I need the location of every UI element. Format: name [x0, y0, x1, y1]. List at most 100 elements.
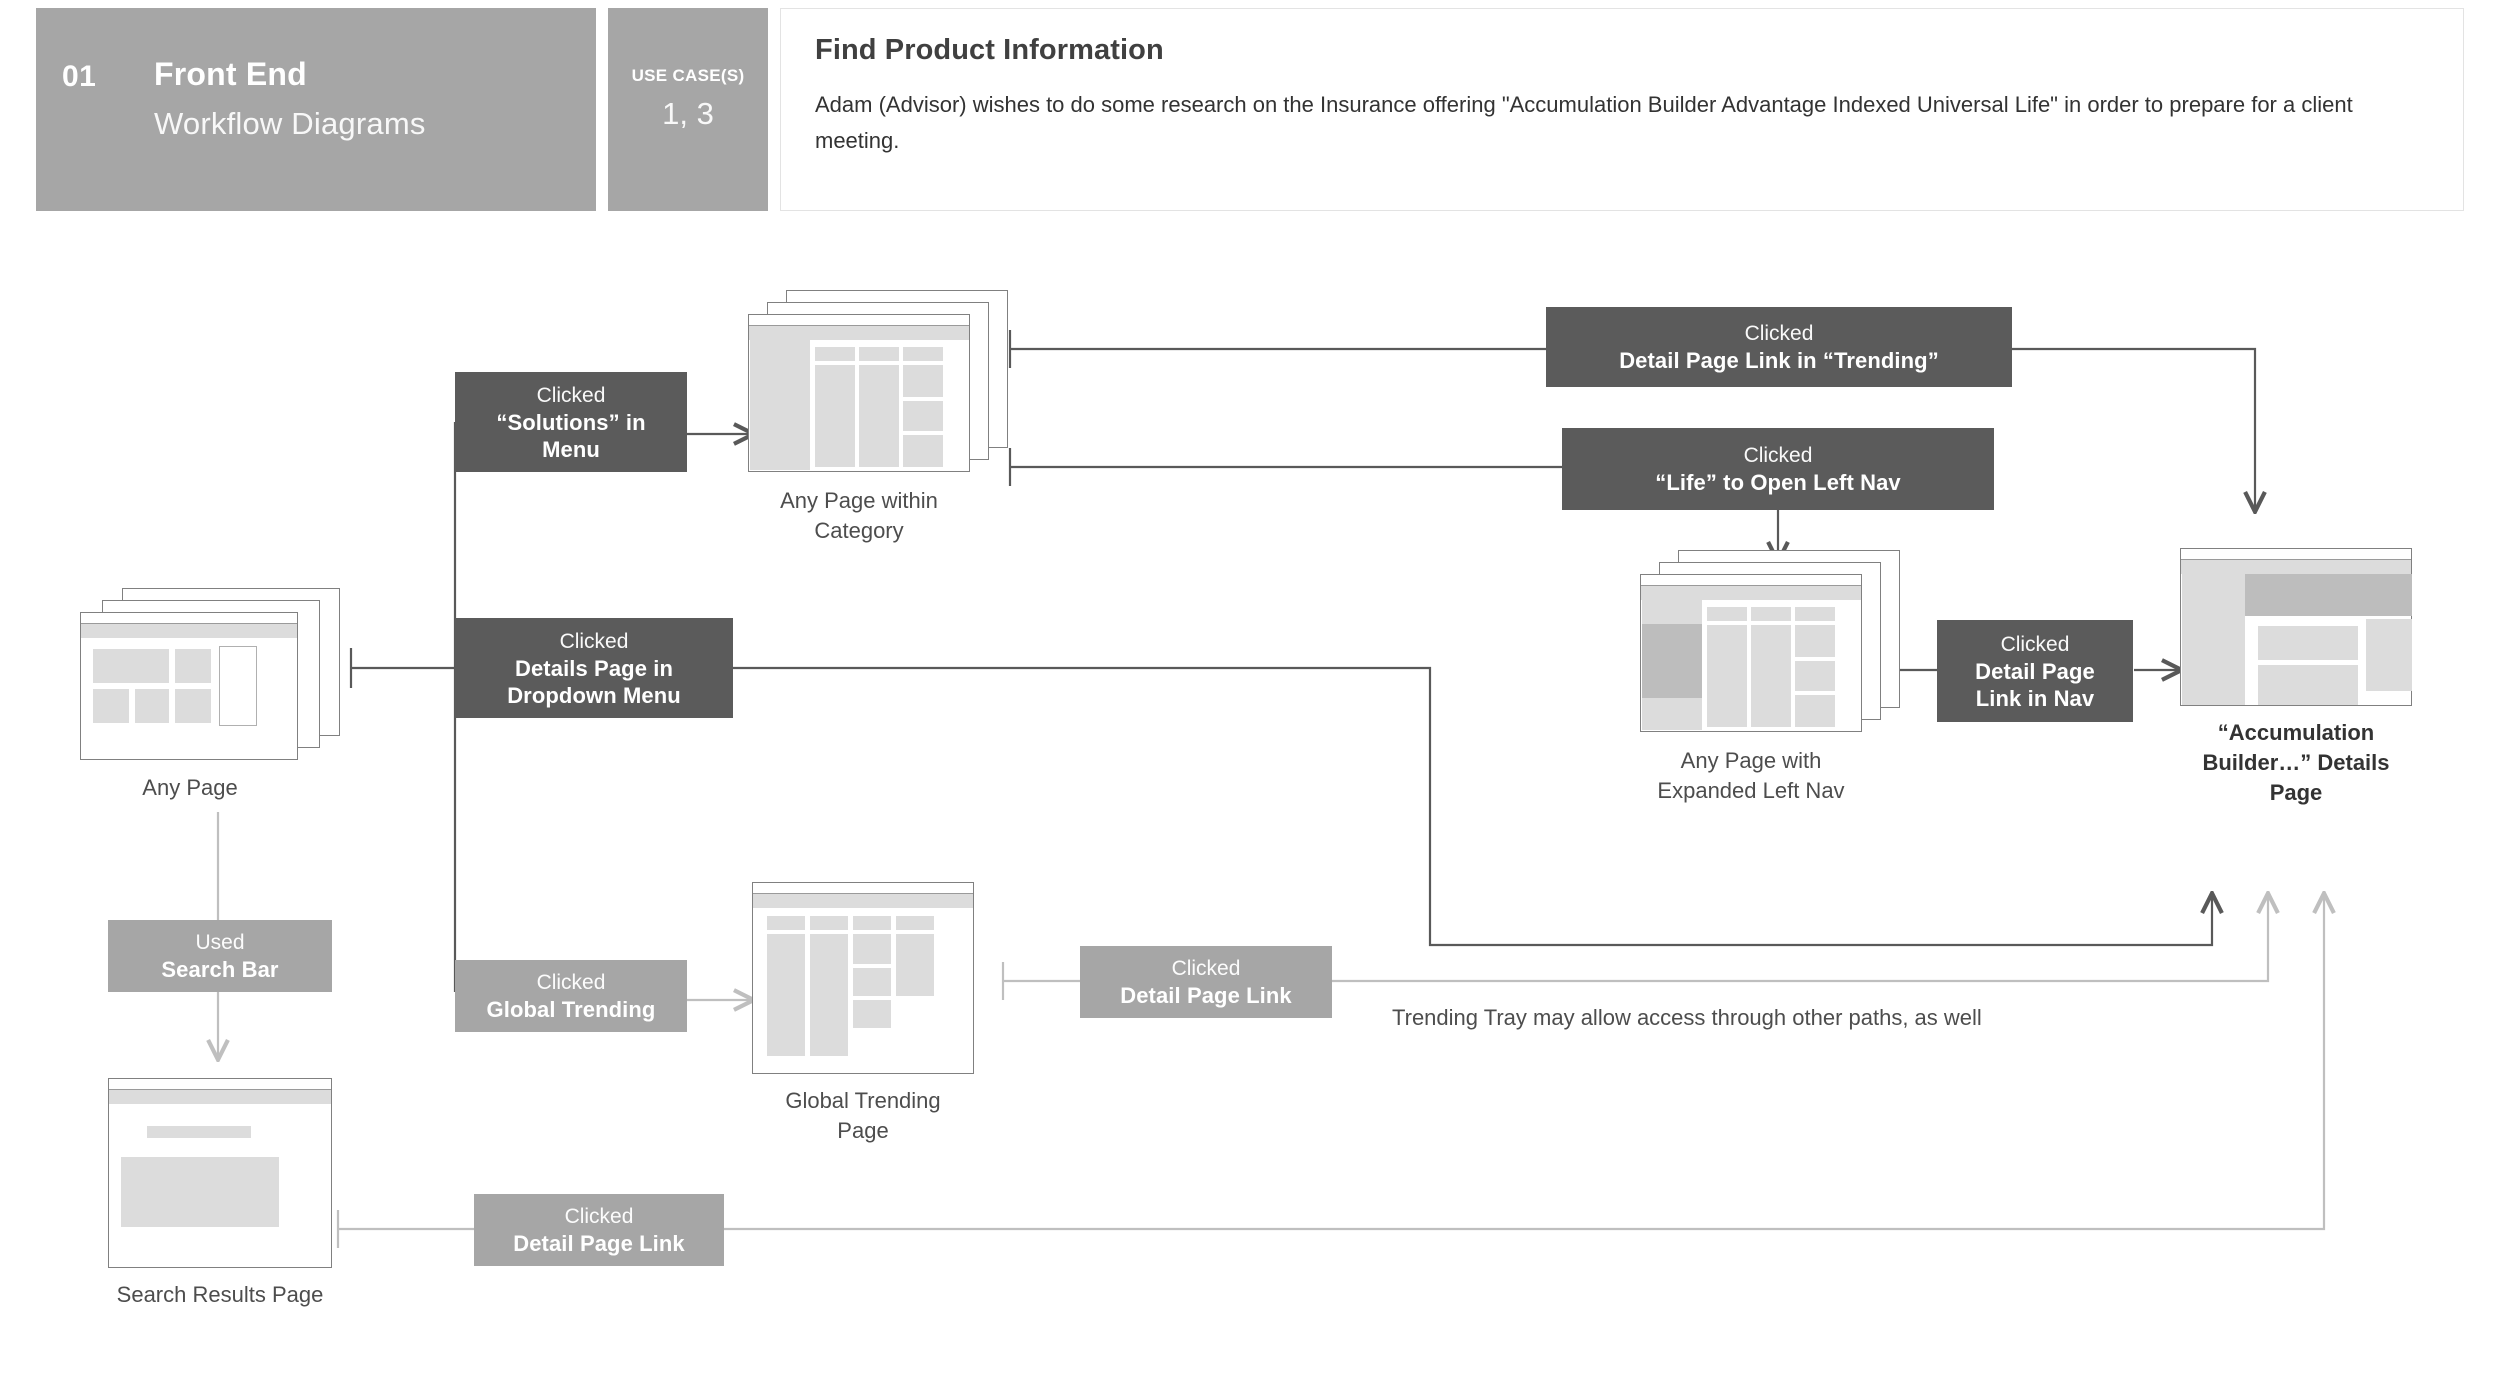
action-object-2: Dropdown Menu — [507, 682, 681, 708]
node-caption: Any Page with Expanded Left Nav — [1657, 748, 1845, 803]
node-caption: Global Trending Page — [785, 1088, 941, 1143]
page-sheet — [2180, 548, 2412, 706]
column-header — [1751, 607, 1791, 621]
header-usecase-cell: USE CASE(S) 1, 3 — [608, 8, 768, 211]
card — [903, 401, 943, 431]
card — [1795, 695, 1835, 727]
action-clicked-detail-page-link-in-nav[interactable]: Clicked Detail Page Link in Nav — [1937, 620, 2133, 722]
scenario-description: Adam (Advisor) wishes to do some researc… — [815, 92, 2353, 153]
header-description-cell: Find Product Information Adam (Advisor) … — [780, 8, 2464, 211]
column-header — [896, 916, 934, 930]
wire-dropdown-route — [733, 666, 2212, 947]
column-body — [767, 934, 805, 1056]
header-title: Front End — [154, 56, 307, 92]
action-clicked-solutions-in-menu[interactable]: Clicked “Solutions” in Menu — [455, 372, 687, 472]
action-verb: Clicked — [1744, 322, 1814, 345]
column-header — [1795, 607, 1835, 621]
node-caption: “Accumulation Builder…” Details Page — [2202, 720, 2390, 805]
right-rail — [2366, 619, 2412, 691]
card — [896, 934, 934, 996]
sidebar-panel — [219, 646, 257, 726]
detail-block-secondary — [2258, 665, 2358, 705]
usecase-label: USE CASE(S) — [631, 66, 745, 85]
column-body — [859, 365, 899, 467]
node-caption: Search Results Page — [116, 1282, 324, 1307]
left-nav-column — [750, 340, 810, 470]
column-header — [903, 347, 943, 361]
browser-chrome — [753, 883, 973, 894]
header-subtitle: Workflow Diagrams — [154, 106, 426, 141]
action-object: Details Page in — [514, 655, 673, 681]
action-object-2: Menu — [542, 436, 600, 462]
page-nav-bar — [2181, 560, 2411, 574]
column-header — [815, 347, 855, 361]
action-verb: Used — [195, 931, 245, 954]
card — [853, 934, 891, 964]
wire-searchlink-to-details — [724, 895, 2324, 1231]
browser-chrome — [1641, 575, 1861, 586]
node-search-results-page[interactable]: Search Results Page — [108, 1078, 358, 1308]
page-nav-bar — [1641, 586, 1861, 600]
action-object: Search Bar — [161, 957, 279, 982]
action-object-2: Link in Nav — [1975, 685, 2095, 711]
wire-trending-to-details — [2012, 347, 2255, 510]
page-nav-bar — [81, 624, 297, 638]
page-stack-sheet-1 — [748, 314, 970, 472]
action-verb: Clicked — [536, 971, 606, 994]
page-nav-bar — [753, 894, 973, 908]
action-verb: Clicked — [1743, 444, 1813, 467]
action-clicked-detail-page-link-trending-tray[interactable]: Clicked Detail Page Link — [1080, 946, 1332, 1018]
node-any-page-within-category[interactable]: Any Page within Category — [748, 290, 1048, 543]
header-section-number: 01 — [62, 60, 97, 93]
column-header — [853, 916, 891, 930]
action-object: Global Trending — [486, 997, 656, 1022]
card — [1795, 625, 1835, 657]
detail-block-primary — [2258, 626, 2358, 660]
results-list-block — [121, 1157, 279, 1227]
page-sheet — [752, 882, 974, 1074]
browser-chrome — [81, 613, 297, 624]
page-stack-sheet-1 — [1640, 574, 1862, 732]
column-body — [815, 365, 855, 467]
scenario-title: Find Product Information — [815, 34, 1164, 66]
action-object: Detail Page Link in “Trending” — [1619, 348, 1939, 373]
node-any-page-expanded-left-nav[interactable]: Any Page with Expanded Left Nav — [1640, 550, 1940, 803]
action-verb: Clicked — [564, 1205, 634, 1228]
node-any-page[interactable]: Any Page — [80, 588, 350, 800]
action-clicked-life-to-open-left-nav[interactable]: Clicked “Life” to Open Left Nav — [1562, 428, 1994, 510]
content-block — [175, 689, 211, 723]
hero-banner — [2245, 574, 2412, 616]
action-object: “Life” to Open Left Nav — [1655, 470, 1901, 495]
search-query-bar — [147, 1126, 251, 1138]
action-object: Detail Page — [1975, 658, 2095, 684]
header-title-cell: 01 Front End Workflow Diagrams — [36, 8, 596, 211]
page-nav-bar — [749, 326, 969, 340]
card — [903, 435, 943, 467]
node-caption: Any Page within Category — [780, 488, 938, 543]
header-bar: 01 Front End Workflow Diagrams USE CASE(… — [36, 8, 2464, 211]
action-clicked-global-trending[interactable]: Clicked Global Trending — [455, 960, 687, 1032]
annotation-trending-tray: Trending Tray may allow access through o… — [1392, 1005, 1982, 1030]
left-nav-expanded-section — [1642, 624, 1702, 698]
action-clicked-detail-page-link-search-results[interactable]: Clicked Detail Page Link — [474, 1194, 724, 1266]
node-global-trending-page[interactable]: Global Trending Page — [752, 882, 1012, 1143]
action-used-search-bar[interactable]: Used Search Bar — [108, 920, 332, 992]
column-body — [810, 934, 848, 1056]
action-object: “Solutions” in — [496, 409, 646, 435]
card — [853, 968, 891, 996]
column-header — [859, 347, 899, 361]
page-sheet — [108, 1078, 332, 1268]
action-verb: Clicked — [536, 383, 606, 407]
left-nav-column — [2182, 574, 2245, 705]
action-clicked-details-page-in-dropdown-menu[interactable]: Clicked Details Page in Dropdown Menu — [455, 618, 733, 718]
browser-chrome — [749, 315, 969, 326]
content-block — [93, 689, 129, 723]
node-accumulation-builder-details-page[interactable]: “Accumulation Builder…” Details Page — [2180, 548, 2420, 805]
content-block — [175, 649, 211, 683]
action-verb: Clicked — [1171, 957, 1241, 980]
wire-trendtray-to-details — [1332, 895, 2268, 983]
card — [903, 365, 943, 397]
usecase-value: 1, 3 — [662, 96, 714, 131]
action-clicked-detail-page-link-in-trending[interactable]: Clicked Detail Page Link in “Trending” — [1546, 307, 2012, 387]
